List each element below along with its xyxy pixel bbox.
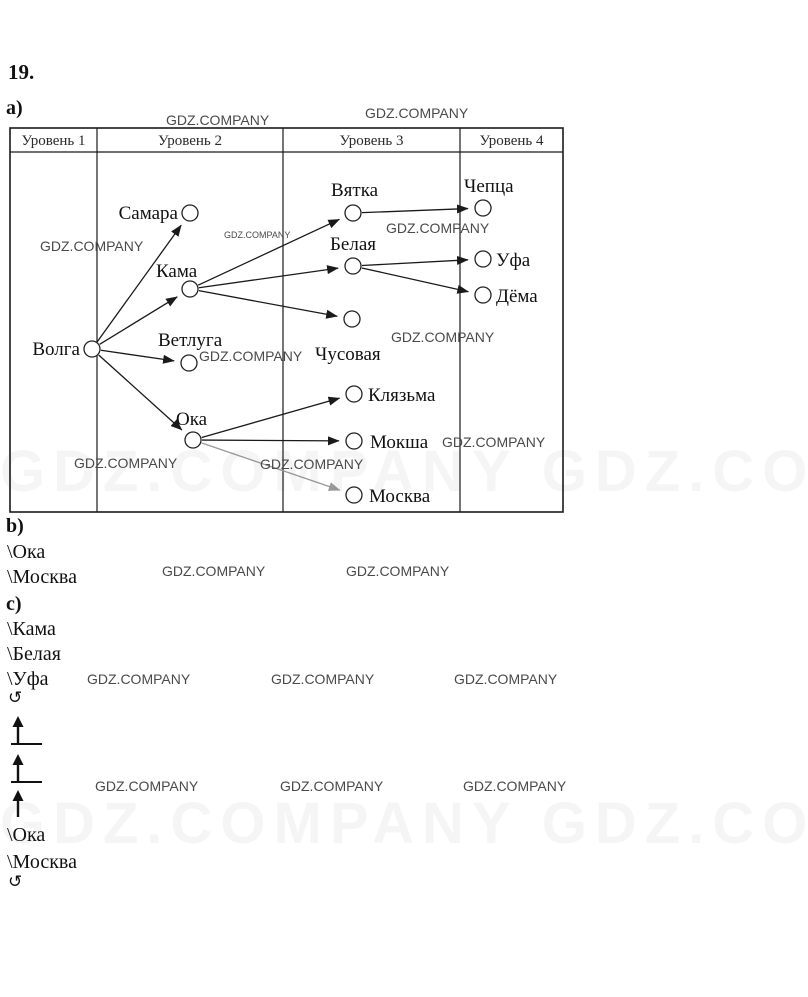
watermark-text: GDZ.COMPANY — [386, 220, 490, 236]
watermark-text: GDZ.COMPANY — [166, 112, 270, 128]
code-line: \Ока — [7, 541, 46, 563]
code-line: \Москва — [7, 851, 77, 873]
watermark-text: GDZ.COMPANY — [463, 778, 567, 794]
node-circle — [344, 257, 362, 275]
watermark-text: GDZ.COMPANY — [162, 563, 266, 579]
watermark-text: GDZ.COMPANY — [280, 778, 384, 794]
node-circle — [83, 340, 101, 358]
code-line: \Уфа — [7, 668, 49, 690]
node-circle — [345, 486, 363, 504]
node-circle — [180, 354, 198, 372]
level-header: Уровень 1 — [21, 133, 85, 149]
loop-arrow-icon: ↺ — [8, 688, 23, 707]
edge-arrow — [201, 436, 340, 446]
code-line: \Ока — [7, 824, 46, 846]
watermark-text: GDZ.COMPANY — [442, 434, 546, 450]
watermark-text: GDZ.COMPANY — [271, 671, 375, 687]
edge-arrow — [100, 349, 175, 364]
watermark-text: GDZ.COMPANY — [260, 456, 364, 472]
edge-arrow — [96, 224, 182, 343]
node-circle — [345, 432, 363, 450]
node-label: Чусовая — [315, 344, 381, 365]
watermark-text: GDZ.COMPANY — [224, 230, 291, 240]
watermark-text: GDZ.COMPANY — [95, 778, 199, 794]
part-c-lines-top: \Кама \Белая \Уфа — [7, 617, 61, 692]
code-line: \Кама — [7, 618, 56, 640]
node-label: Вятка — [331, 180, 379, 201]
loop-arrow-icon: ↺ — [8, 872, 23, 891]
level-header: Уровень 4 — [479, 133, 544, 149]
up-arrow-icon — [11, 754, 42, 783]
watermark-text: GDZ.COMPANY — [391, 329, 495, 345]
watermark-text: GDZ.COMPANY — [346, 563, 450, 579]
level-header: Уровень 3 — [339, 133, 403, 149]
problem-number: 19. — [8, 60, 35, 84]
edge-arrow — [198, 265, 339, 289]
node-label: Волга — [32, 339, 80, 360]
watermark-text: GDZ.COMPANY — [365, 105, 469, 121]
level-header: Уровень 2 — [158, 133, 222, 149]
watermark-text: GDZ.COMPANY — [87, 671, 191, 687]
part-b-label: b) — [6, 515, 24, 537]
node-circle — [343, 310, 361, 328]
node-circle — [474, 250, 492, 268]
node-label: Кама — [156, 261, 198, 282]
part-a-label: a) — [6, 97, 23, 119]
node-circle — [344, 204, 362, 222]
node-label: Ветлуга — [158, 330, 223, 351]
node-label: Чепца — [464, 176, 514, 197]
watermark-text: GDZ.COMPANY — [199, 348, 303, 364]
edge-arrow — [201, 442, 341, 491]
diagram-frame — [9, 127, 564, 513]
node-circle — [474, 199, 492, 217]
part-c-lines-bottom: \Ока \Москва — [7, 822, 77, 876]
node-label: Самара — [119, 203, 179, 224]
edge-arrow — [361, 255, 469, 267]
node-circle — [474, 286, 492, 304]
node-label: Ока — [176, 409, 208, 430]
faint-watermark-text: GDZ.COMPANY GDZ.COMPANY — [0, 791, 808, 856]
watermark-text: GDZ.COMPANY — [40, 238, 144, 254]
edge-arrow — [361, 204, 469, 214]
code-line: \Москва — [7, 566, 77, 588]
edge-arrow — [198, 289, 338, 319]
part-b-lines: \Ока \Москва — [7, 540, 77, 590]
faint-watermark-text: GDZ.COMPANY GDZ.COMPANY — [0, 439, 808, 504]
node-label: Клязьма — [368, 385, 436, 406]
part-c-label: c) — [6, 593, 22, 615]
code-line: \Белая — [7, 643, 61, 665]
node-circle — [181, 280, 199, 298]
node-label: Белая — [330, 234, 376, 255]
node-label: Москва — [369, 486, 431, 507]
node-circle — [345, 385, 363, 403]
node-circle — [181, 204, 199, 222]
up-arrow-icon — [11, 716, 42, 745]
edge-arrow — [361, 267, 469, 294]
edge-arrow — [197, 218, 340, 286]
node-circle — [184, 431, 202, 449]
watermark-text: GDZ.COMPANY — [74, 455, 178, 471]
up-arrow-icon — [12, 790, 24, 817]
watermark-text: GDZ.COMPANY — [454, 671, 558, 687]
edge-arrow — [99, 296, 178, 345]
node-label: Дёма — [496, 286, 538, 307]
edge-arrow — [98, 354, 183, 431]
node-label: Мокша — [370, 432, 429, 453]
node-label: Уфа — [496, 250, 531, 271]
edge-arrow — [201, 396, 341, 439]
